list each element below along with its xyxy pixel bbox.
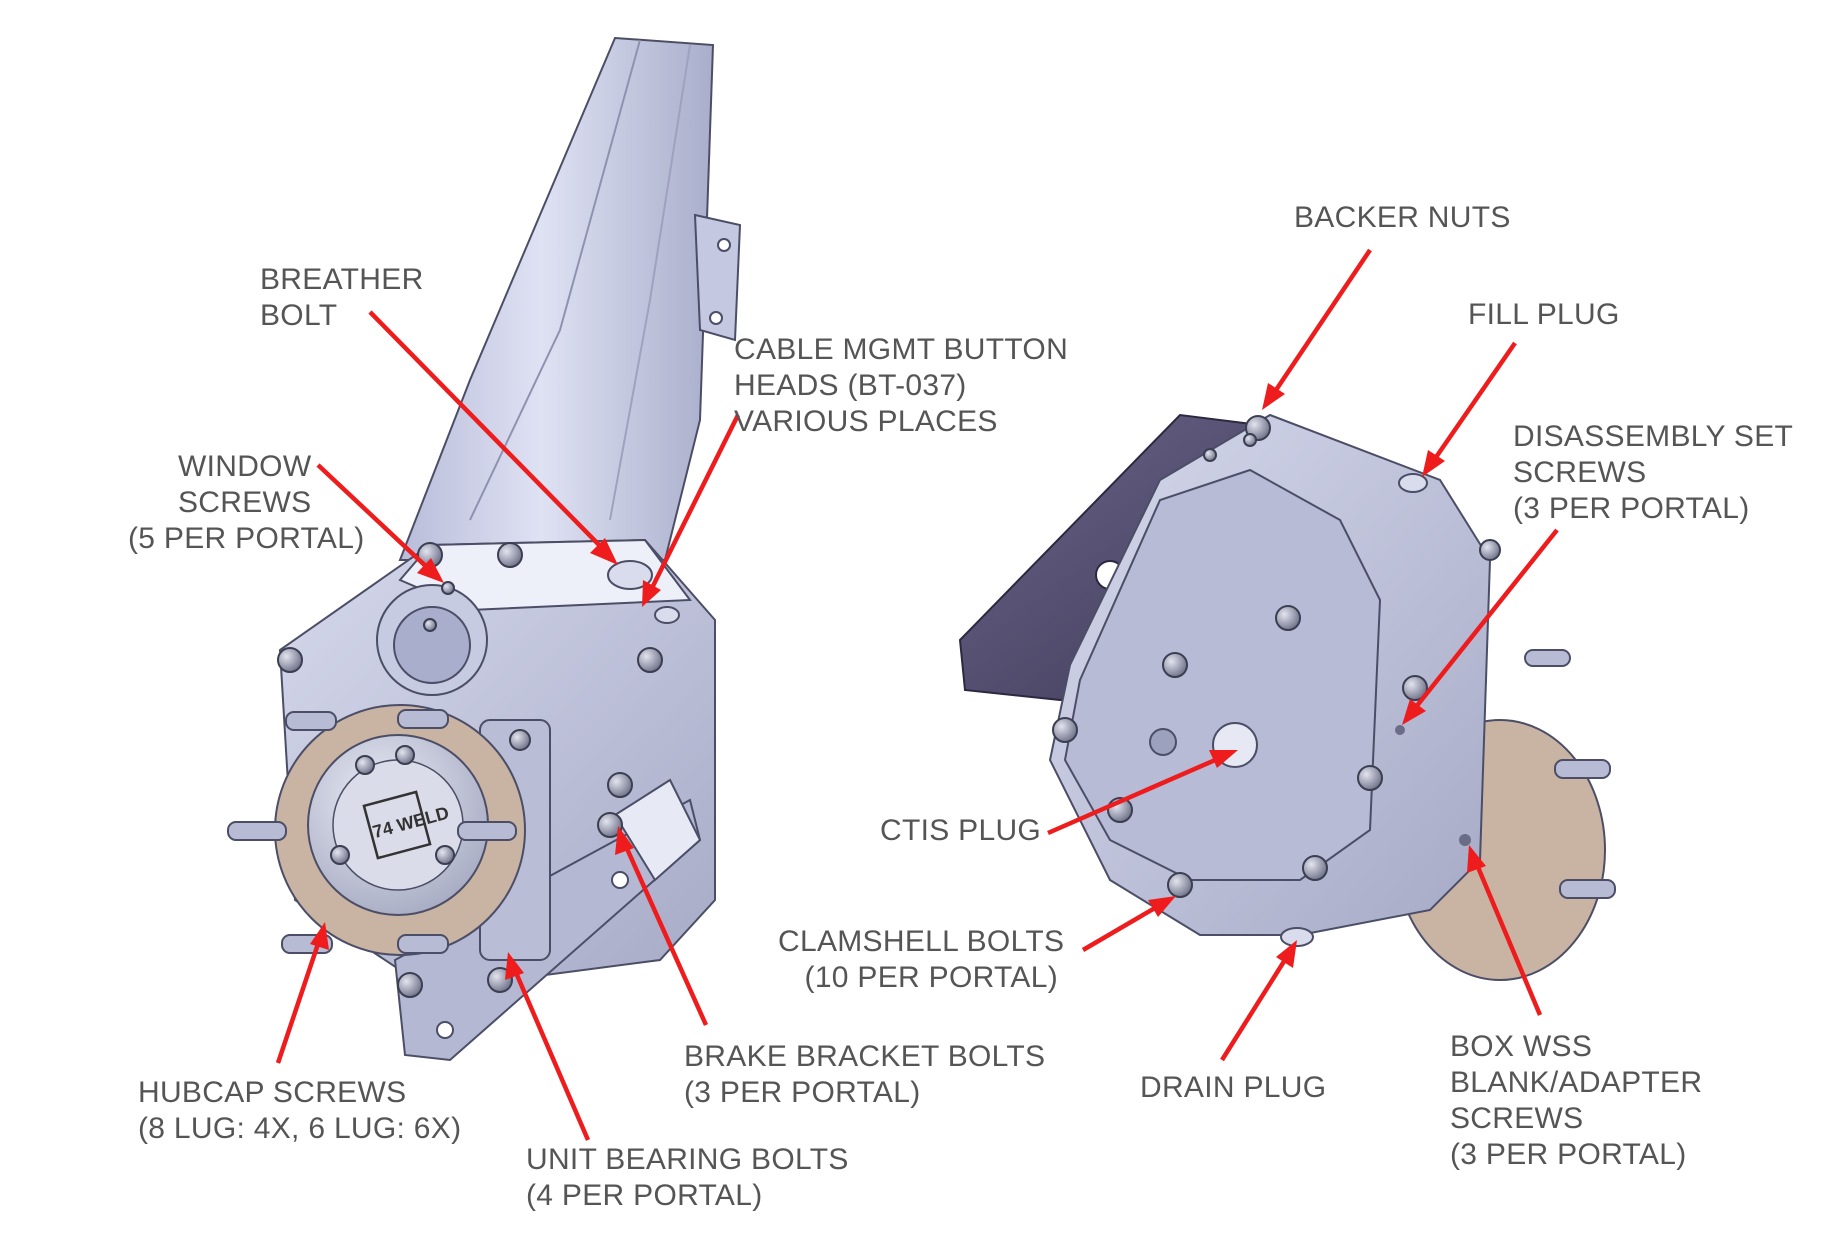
label-brake-bracket-bolts: BRAKE BRACKET BOLTS(3 PER PORTAL) (684, 1040, 1046, 1109)
arrowhead (590, 538, 618, 565)
arrowhead (310, 922, 329, 950)
label-unit-bearing-bolts: UNIT BEARING BOLTS(4 PER PORTAL) (526, 1143, 849, 1212)
arrow-ctis-plug (1047, 754, 1223, 836)
arrow-drain-plug (1220, 953, 1290, 1062)
breather-bolt (607, 560, 653, 590)
hub-logo-icon (362, 790, 432, 860)
lug-studs (227, 709, 517, 954)
arrowhead (1402, 699, 1426, 725)
label-hubcap-screws: HUBCAP SCREWS(8 LUG: 4X, 6 LUG: 6X) (138, 1076, 462, 1145)
left-fasteners (277, 542, 663, 998)
callout-arrows (275, 248, 1559, 1141)
arrowhead (1209, 750, 1238, 768)
label-backer-nuts: BACKER NUTS (1294, 201, 1511, 234)
arrow-hubcap-screws (275, 937, 323, 1064)
right-studs (1524, 649, 1616, 899)
cable-button-head (654, 606, 680, 624)
left-arm-edge-2 (609, 44, 691, 521)
label-drain-plug: DRAIN PLUG (1140, 1071, 1327, 1104)
label-clamshell-bolts: CLAMSHELL BOLTS(10 PER PORTAL) (778, 925, 1065, 994)
label-fill-plug: FILL PLUG (1468, 298, 1620, 331)
arrow-window-screws (316, 463, 434, 574)
arrowhead (417, 558, 444, 583)
arrow-unit-bearing (511, 967, 591, 1141)
label-ctis-plug: CTIS PLUG (880, 814, 1042, 847)
round-boss (1149, 728, 1177, 756)
bracket-hole (611, 871, 629, 889)
left-portal-assembly: 74 WELD (227, 36, 742, 1062)
wss-screw (1459, 834, 1471, 846)
right-fasteners (1052, 415, 1501, 898)
fill-plug (1398, 473, 1428, 493)
arrowhead (1262, 383, 1285, 410)
arrowhead (1467, 845, 1486, 873)
tab-hole (709, 311, 723, 325)
disassembly-screw (1395, 725, 1405, 735)
arrowhead (505, 952, 524, 980)
arrow-clamshell-bolts (1081, 903, 1162, 952)
arrow-box-wss (1472, 859, 1543, 1016)
drain-plug (1280, 927, 1314, 947)
left-arm-edge (469, 39, 641, 521)
arrowhead (1148, 896, 1176, 917)
arrowhead (1422, 450, 1445, 477)
brake-bracket-plate (613, 778, 702, 882)
arrow-backer-nuts (1270, 248, 1372, 398)
right-portal-assembly (958, 413, 1616, 981)
window-glass (393, 606, 471, 684)
bracket-hole (436, 1021, 454, 1039)
arrow-disassembly-screws (1410, 528, 1559, 714)
left-housing-top (398, 538, 692, 612)
arrowhead (642, 580, 661, 607)
arrow-breather-bolt (368, 310, 608, 554)
arrow-fill-plug (1430, 341, 1517, 465)
arrowhead (615, 826, 634, 855)
left-arm (398, 36, 715, 561)
arrow-brake-bracket (621, 841, 709, 1026)
arrow-cable-mgmt (647, 413, 741, 594)
tab-hole (717, 238, 731, 252)
arrowhead (1276, 940, 1297, 968)
